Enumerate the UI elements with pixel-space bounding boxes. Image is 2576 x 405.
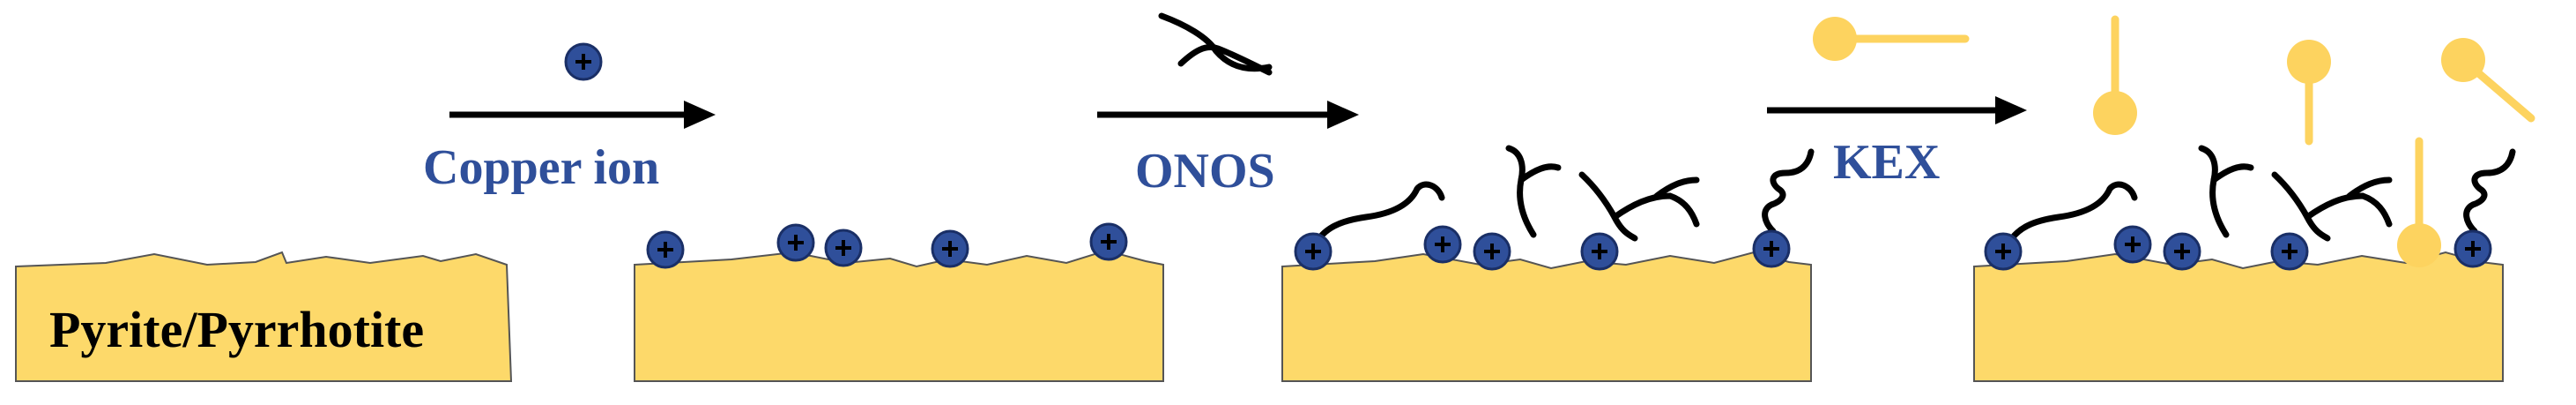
copper-ion-icon	[564, 42, 603, 81]
reaction-arrow-3	[1767, 96, 2027, 124]
copper-ion-icon	[1473, 232, 1511, 271]
copper-ion-icon	[646, 230, 685, 269]
copper-ion-icon	[1294, 232, 1333, 271]
kex-adsorbed-molecule	[2397, 137, 2441, 267]
copper-ion-icon	[824, 229, 863, 267]
onos-molecule-icon	[1158, 12, 1273, 76]
copper-ion-icon	[2270, 232, 2309, 271]
copper-ion-icon	[931, 229, 969, 268]
step-label-copper-ion: Copper ion	[423, 140, 660, 195]
kex-collector-icon	[1813, 17, 1970, 61]
copper-ion-icon	[2454, 229, 2492, 268]
onos-adsorbed-molecules	[1311, 145, 1815, 249]
copper-ion-icon	[2113, 225, 2152, 264]
copper-ion-icon	[1984, 232, 2023, 271]
copper-ion-icon	[2163, 232, 2201, 271]
copper-ion-icon	[776, 223, 815, 262]
copper-ion-icon	[1580, 232, 1619, 271]
mineral-block-bare	[15, 251, 513, 382]
copper-ion-icon	[1752, 229, 1791, 268]
copper-ion-icon	[1089, 222, 1128, 261]
mineral-block-onos	[1281, 145, 1815, 382]
step-label-kex: KEX	[1833, 135, 1941, 190]
mineral-block-kex	[1973, 15, 2535, 382]
step-label-onos: ONOS	[1135, 144, 1275, 199]
reaction-arrow-1	[449, 101, 716, 129]
reaction-arrow-2	[1097, 101, 1359, 129]
onos-adsorbed-molecules	[2004, 145, 2516, 249]
substrate-label: Pyrite/Pyrrhotite	[49, 301, 425, 358]
copper-ion-icon	[1423, 225, 1462, 264]
mineral-block-copper	[634, 222, 1164, 382]
kex-free-molecules	[2093, 15, 2535, 146]
